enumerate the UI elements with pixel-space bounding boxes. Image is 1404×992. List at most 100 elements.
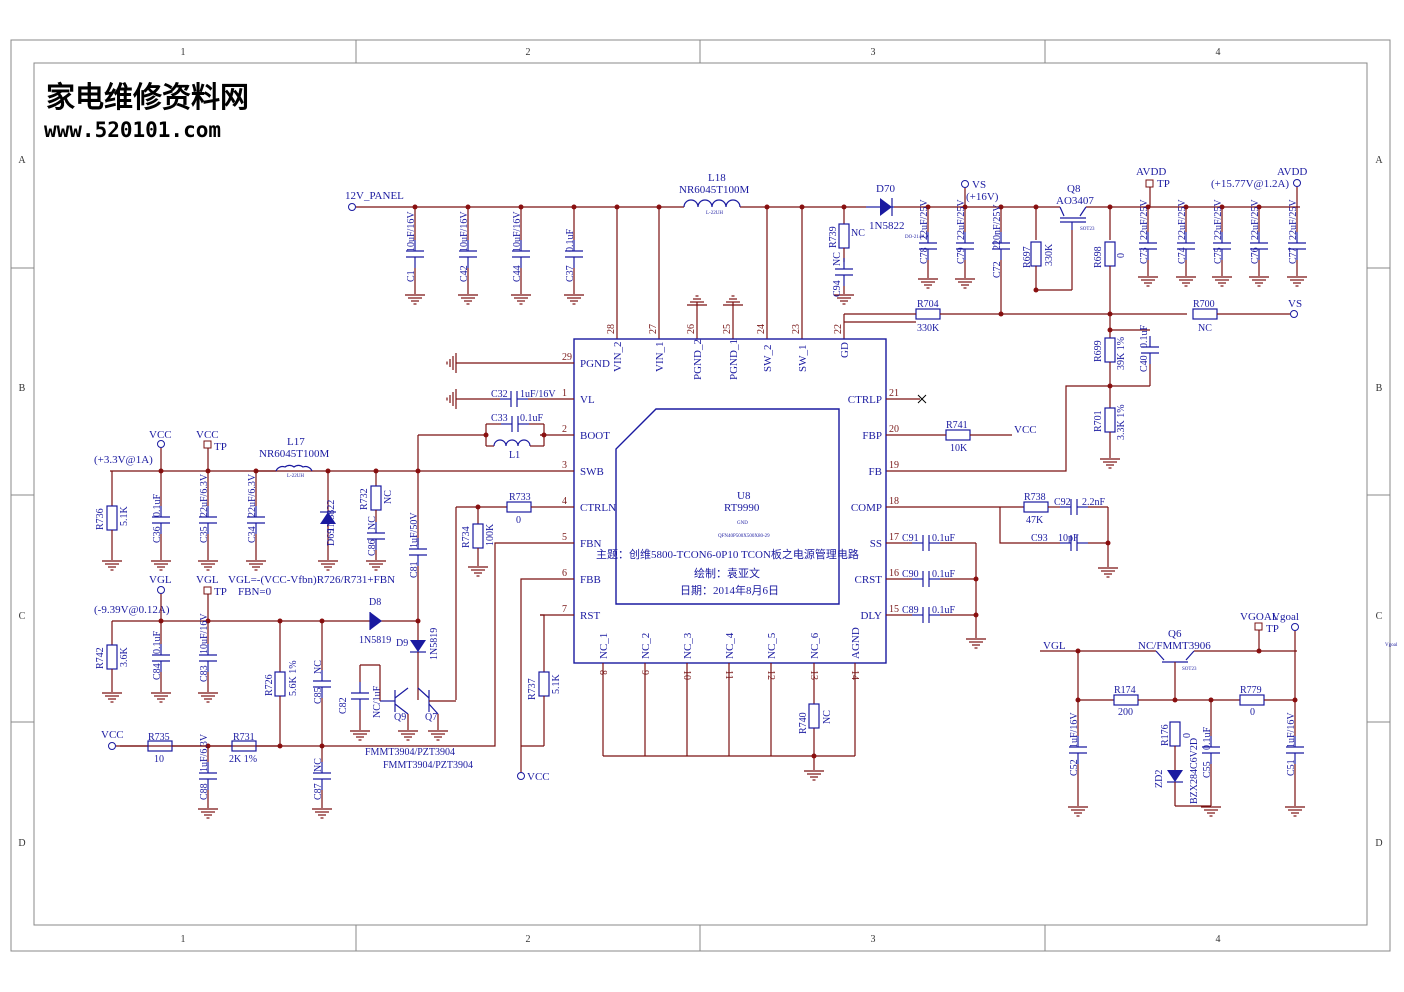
col-label-3: 3 [871,47,876,58]
r779-ref: R779 [1240,685,1262,696]
r731-value: 2K 1% [229,754,257,765]
svg-text:15: 15 [889,604,899,615]
col-label-1: 1 [181,47,186,58]
title-date: 日期：2014年8月6日 [680,583,779,597]
r738-ref: R738 [1024,492,1046,503]
zd2-value: BZX284C6V2D [1189,738,1200,804]
l17-value: NR6045T100M [259,448,330,460]
c81-value: 1uF/50V [409,512,420,548]
col-label-1-bottom: 1 [181,934,186,945]
q8-value: AO3407 [1056,195,1094,207]
l17-sub: L-22UH [287,474,304,479]
c84-value: 0.1uF [152,631,163,655]
net-vcc-sub: (+3.3V@1A) [94,454,153,466]
svg-text:13: 13 [808,670,819,680]
svg-text:10uF/16V: 10uF/16V [459,211,470,252]
svg-text:22uF/25V: 22uF/25V [956,199,967,240]
row-label-c: C [19,611,26,622]
net-vcc-fbb: VCC [527,771,550,783]
svg-text:8: 8 [597,670,608,675]
q-value-1: FMMT3904/PZT3904 [365,747,455,758]
r739-value: NC [851,228,865,239]
svg-text:25: 25 [722,324,733,334]
svg-text:19: 19 [889,460,899,471]
c32-ref: C32 [491,389,508,400]
cap-c75: C75 22uF/25V [1211,199,1233,287]
c93-value: 10pF [1058,533,1079,544]
c36-value: 0.1uF [152,494,163,518]
cap-c79: C79 22uF/25V [954,199,976,289]
cap-c42: C42 10uF/16V [457,207,479,305]
d69-ref: D69 [326,529,337,546]
r733-ref: R733 [509,492,531,503]
r738-value: 47K [1026,515,1044,526]
net-vgl-right: VGL [1043,640,1066,652]
res-r697: R697 330K [1022,207,1055,290]
r737-ref: R737 [527,678,538,700]
svg-text:C74: C74 [1177,247,1188,264]
c82-value: NC/1uF [372,685,383,718]
q9-ref: Q9 [394,712,406,723]
svg-text:SW_1: SW_1 [797,345,809,373]
vgoal-network: VGL Q6 NC/FMMT3906 SOT23 VGOAL TP Vgoal … [1040,611,1398,817]
cap-c44: C44 10uF/16V [510,207,532,305]
svg-text:22uF/25V: 22uF/25V [1288,199,1299,240]
c91-value: 0.1uF [932,533,956,544]
row-label-a-right: A [1375,155,1383,166]
c83-ref: C83 [199,665,210,682]
l1-ref: L1 [509,450,520,461]
c81-ref: C81 [409,561,420,578]
c36-ref: C36 [152,526,163,543]
svg-text:20: 20 [889,424,899,435]
right-ic-network: R741 10K VCC R738 47K C92 2.2nF C93 10pF… [902,394,1119,649]
zd2-ref: ZD2 [1154,770,1165,788]
r742-ref: R742 [95,647,106,669]
svg-text:10uF/16V: 10uF/16V [406,211,417,252]
d70-ref: D70 [876,183,895,195]
q-value-2: FMMT3904/PZT3904 [383,760,473,771]
svg-text:COMP: COMP [851,502,882,514]
svg-text:BOOT: BOOT [580,430,610,442]
svg-text:SW_2: SW_2 [762,345,774,373]
svg-text:C76: C76 [1250,247,1261,264]
svg-text:AGND: AGND [850,627,862,659]
svg-text:NC_2: NC_2 [640,633,652,659]
net-vcc-1: VCC [149,429,172,441]
title-subject: 主题：创维5800-TCON6-0P10 TCON板之电源管理电路 [596,547,859,561]
r742-value: 3.6K [119,647,130,668]
svg-text:NC_1: NC_1 [598,633,610,659]
svg-text:C78: C78 [919,247,930,264]
svg-text:220nF/25V: 220nF/25V [992,204,1003,250]
row-label-b: B [19,383,26,394]
c33-ref: C33 [491,413,508,424]
svg-text:21: 21 [889,388,899,399]
d70-sub: DO-214AA [905,235,929,240]
c52-ref: C52 [1069,759,1080,776]
svg-text:330K: 330K [1044,243,1055,266]
svg-text:CTRLP: CTRLP [848,394,882,406]
r732-value: NC [383,490,394,504]
c93-ref: C93 [1031,533,1048,544]
svg-text:NC_6: NC_6 [809,632,821,659]
c52-value: 1uF/16V [1069,712,1080,748]
q6-sub: SOT23 [1182,667,1197,672]
svg-text:FBN: FBN [580,538,601,550]
svg-text:SS: SS [870,538,882,550]
c87-value: NC [313,758,324,772]
svg-text:5: 5 [562,532,567,543]
svg-text:C75: C75 [1213,247,1224,264]
watermark-title: 家电维修资料网 [46,80,249,114]
svg-text:6: 6 [562,568,567,579]
net-avdd-2: AVDD [1277,166,1307,178]
svg-text:22uF/25V: 22uF/25V [1213,199,1224,240]
r726-ref: R726 [264,674,275,696]
tp-avdd: TP [1157,178,1170,190]
net-12v-panel: 12V_PANEL [345,190,404,202]
l17-ref: L17 [287,436,305,448]
cap-c37: C37 0.1uF [563,207,585,305]
d8-ref: D8 [369,597,381,608]
svg-text:DLY: DLY [860,610,882,622]
svg-text:7: 7 [562,604,567,615]
net-vgl-1: VGL [149,574,172,586]
